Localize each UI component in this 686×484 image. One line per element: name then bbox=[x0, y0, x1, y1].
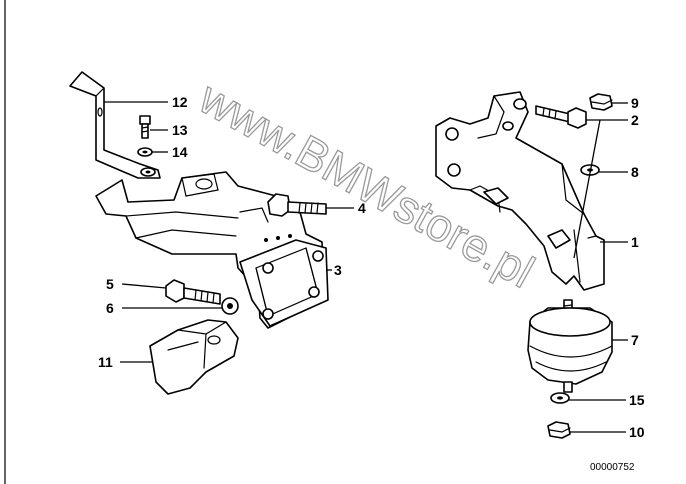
callout-14: 14 bbox=[172, 144, 188, 160]
bushing-6[interactable] bbox=[221, 297, 239, 315]
callout-6: 6 bbox=[106, 300, 114, 316]
diagram-code: 00000752 bbox=[590, 462, 635, 473]
callout-15: 15 bbox=[629, 392, 645, 408]
callout-10: 10 bbox=[629, 424, 645, 440]
callout-4: 4 bbox=[358, 200, 366, 216]
hex-nut-9[interactable] bbox=[589, 93, 613, 111]
screw-13[interactable] bbox=[139, 115, 151, 139]
heat-shield-11[interactable] bbox=[149, 319, 239, 395]
hex-bolt-2[interactable] bbox=[535, 105, 587, 129]
washer-15[interactable] bbox=[550, 392, 570, 404]
callout-9: 9 bbox=[631, 95, 639, 111]
callout-7: 7 bbox=[631, 332, 639, 348]
callout-3: 3 bbox=[334, 262, 342, 278]
leader-5 bbox=[121, 283, 167, 289]
callout-2: 2 bbox=[631, 112, 639, 128]
callout-5: 5 bbox=[106, 276, 114, 292]
hex-nut-10[interactable] bbox=[547, 421, 571, 439]
callout-1: 1 bbox=[631, 234, 639, 250]
callout-12: 12 bbox=[172, 94, 188, 110]
bearing-bracket-3[interactable] bbox=[95, 171, 329, 329]
callout-11: 11 bbox=[98, 354, 113, 370]
hex-bolt-4[interactable] bbox=[267, 193, 327, 217]
leader-2-diagonal bbox=[573, 119, 601, 259]
leader-lines bbox=[104, 101, 628, 433]
callout-13: 13 bbox=[172, 122, 188, 138]
support-bracket-12[interactable] bbox=[69, 71, 161, 179]
hex-bolt-5[interactable] bbox=[165, 279, 221, 305]
callout-labels: 1 2 3 4 5 6 7 8 9 10 11 12 13 14 15 bbox=[98, 94, 645, 440]
engine-support-bracket-1[interactable] bbox=[435, 91, 605, 291]
callout-8: 8 bbox=[631, 164, 639, 180]
engine-mount-7[interactable] bbox=[527, 299, 613, 393]
washer-14[interactable] bbox=[137, 147, 153, 157]
